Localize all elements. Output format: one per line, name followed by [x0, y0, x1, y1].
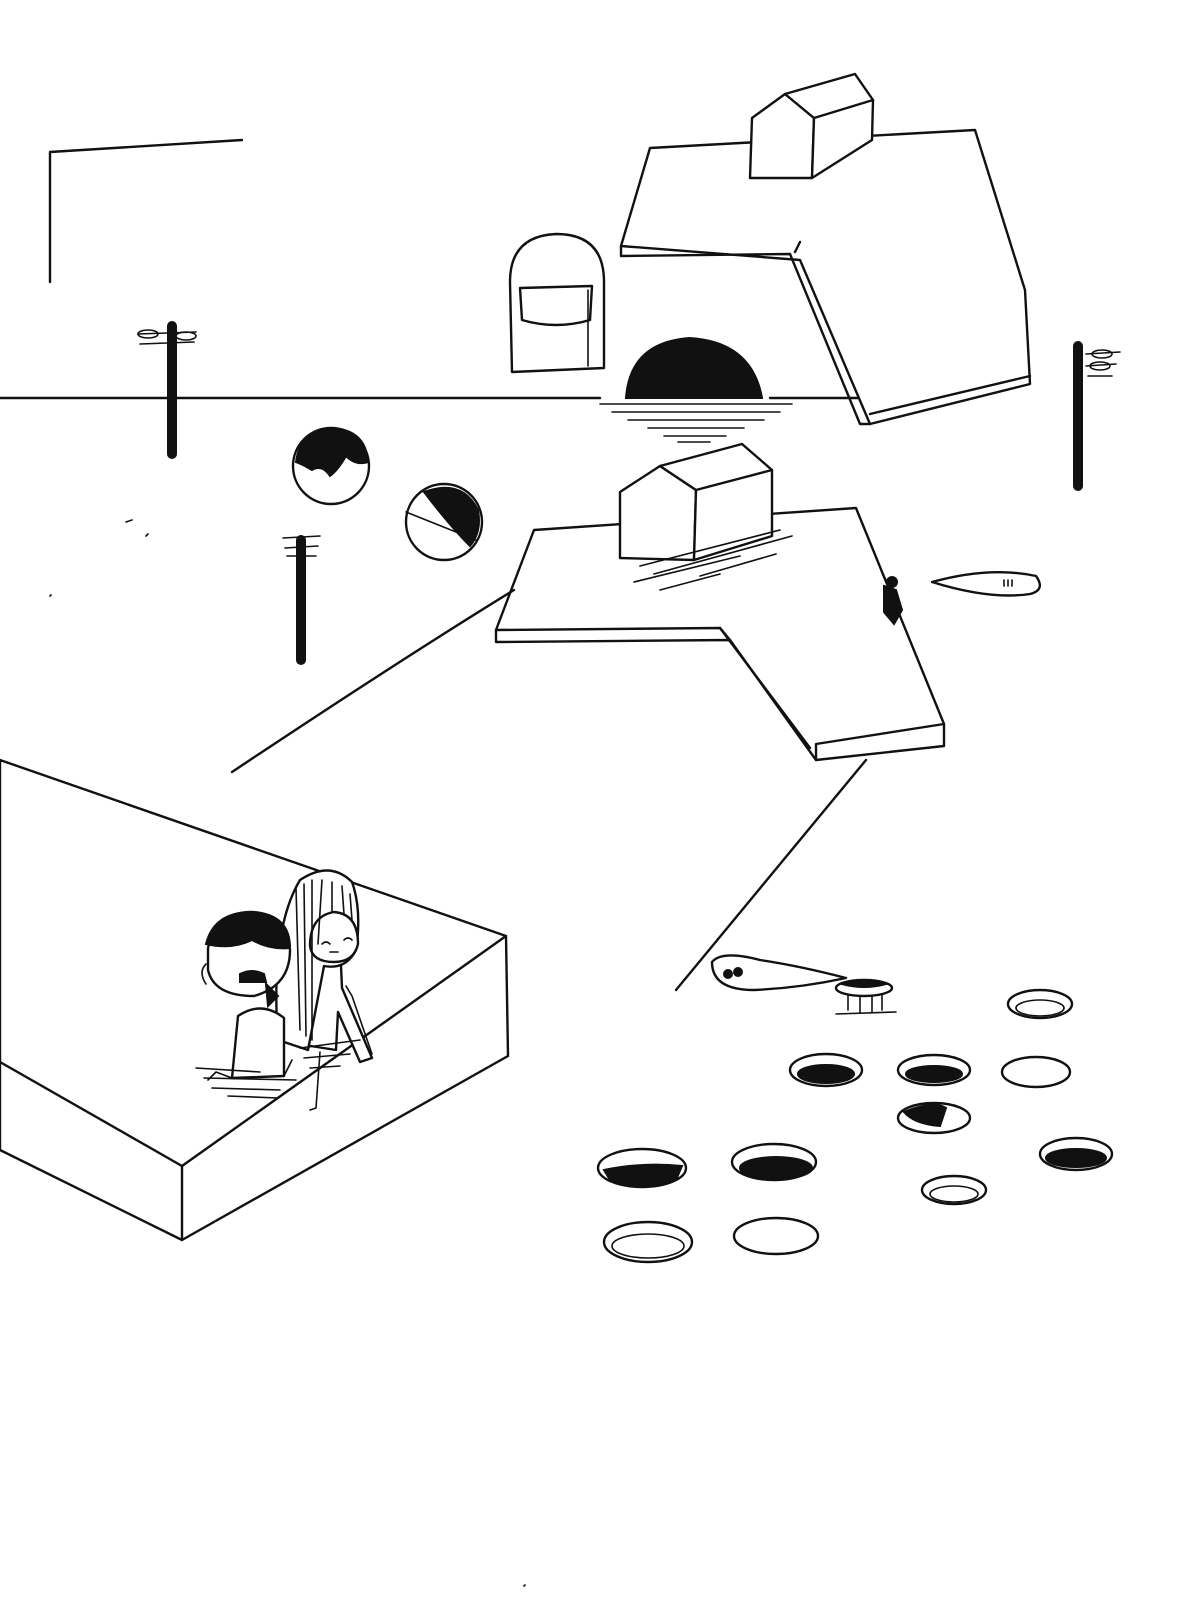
small-table: [834, 978, 897, 1015]
puddle: [930, 570, 1042, 597]
utility-pole-icon: [137, 321, 197, 459]
hole-icon: [596, 1147, 688, 1189]
hole-icon: [602, 1220, 694, 1264]
house-icon: [618, 442, 793, 591]
hole-icon: [896, 1101, 972, 1135]
hole-icon: [1006, 988, 1074, 1020]
sphere-icon: [291, 426, 371, 506]
sphere-icon: [404, 482, 484, 562]
dark-dome: [599, 336, 793, 443]
top-platform: [619, 128, 1032, 426]
hole-icon: [920, 1174, 988, 1206]
utility-pole-icon: [282, 535, 321, 665]
hole-icon: [788, 1052, 864, 1088]
road-line: [674, 758, 868, 992]
ground-shadow: [195, 1039, 361, 1099]
hole-icon: [1000, 1055, 1072, 1089]
hole-icon: [732, 1216, 820, 1256]
rounded-tower: [508, 232, 606, 374]
figure-icon: [883, 576, 904, 626]
hole-icon: [730, 1142, 818, 1182]
road-line: [230, 588, 516, 774]
frame-line-icon: [48, 138, 244, 284]
house-icon: [748, 72, 875, 180]
hole-icon: [1038, 1136, 1114, 1172]
foreground-block: [0, 758, 510, 1242]
puddle: [710, 954, 848, 992]
utility-pole-icon: [1073, 341, 1121, 491]
ink-speck: [49, 519, 526, 1587]
middle-platform: [494, 506, 946, 762]
hole-icon: [896, 1053, 972, 1087]
boy-figure: [201, 910, 293, 1081]
girl-figure: [275, 869, 374, 1111]
